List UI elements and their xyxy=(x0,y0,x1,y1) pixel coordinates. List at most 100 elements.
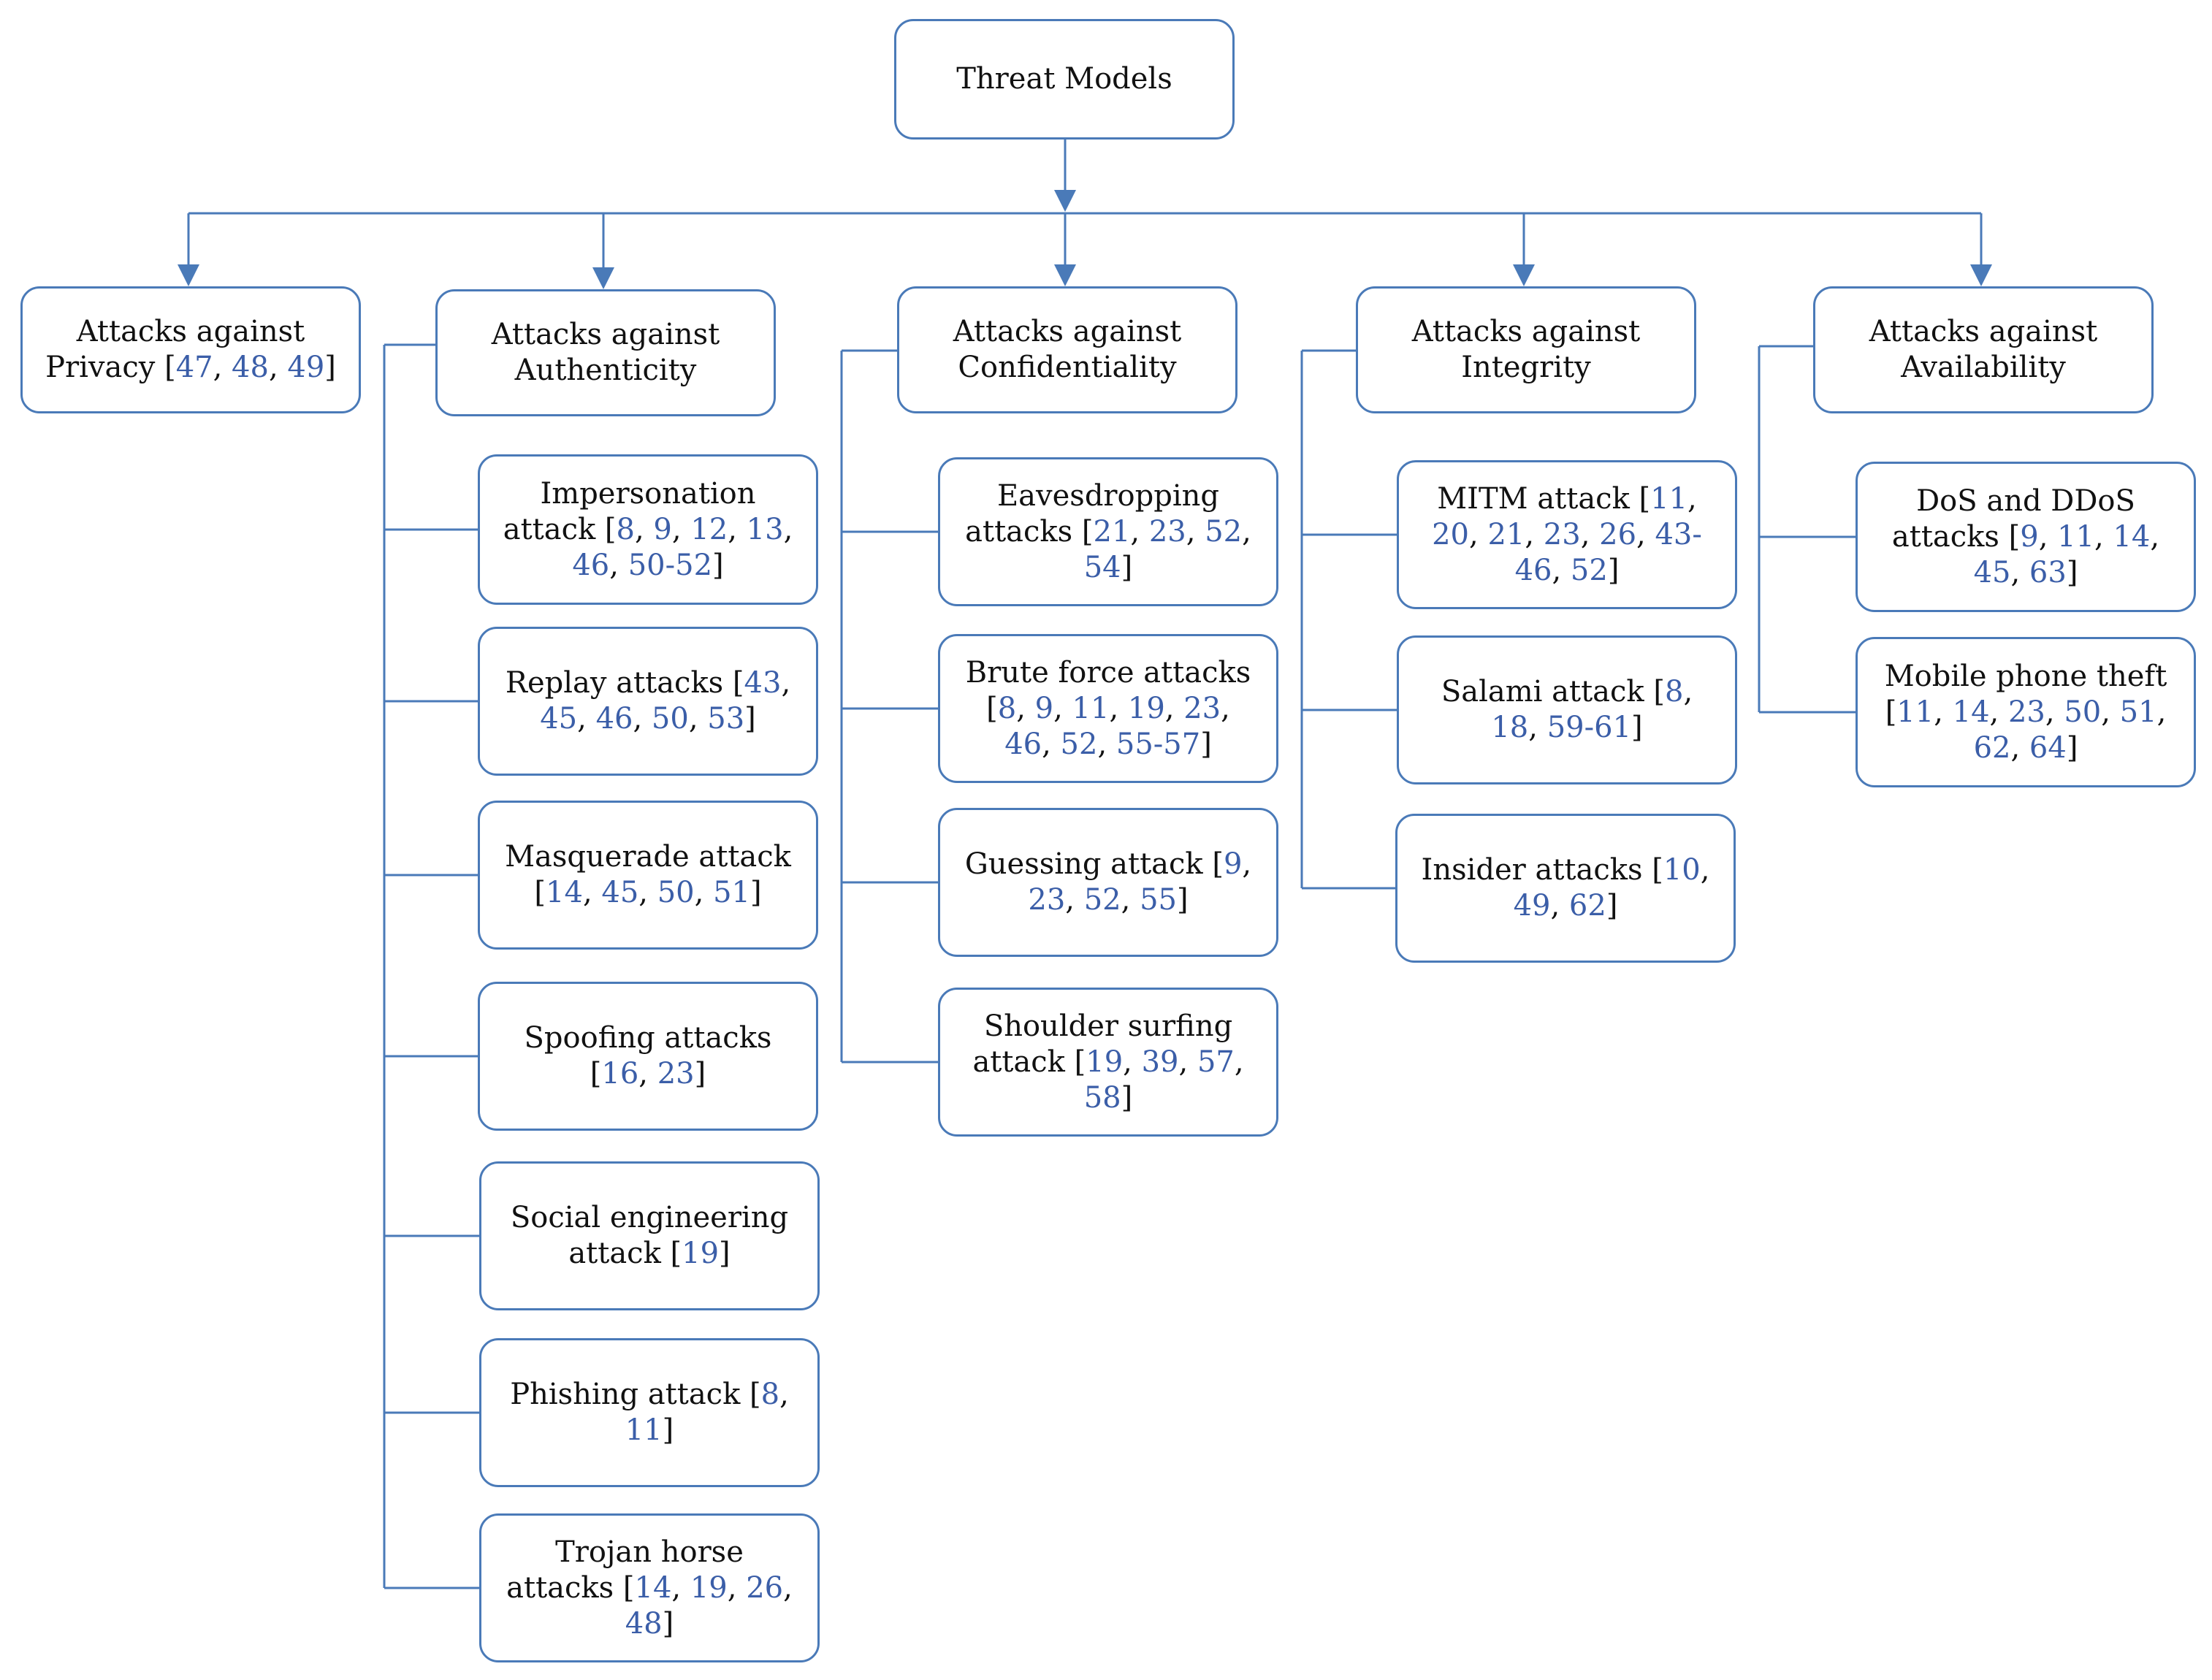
citation-ref: 14 xyxy=(2113,519,2151,554)
citation-ref: 50 xyxy=(657,876,695,909)
citation-ref: 14 xyxy=(1952,695,1990,729)
attack-node-integrity: Insider attacks [10, 49, 62] xyxy=(1395,814,1736,963)
label-close-bracket: ] xyxy=(1200,727,1212,761)
citation-ref: 19 xyxy=(1127,691,1165,725)
citation-ref: 53 xyxy=(707,702,745,736)
label-text: Shoulder surfing attack [ xyxy=(972,1009,1233,1079)
citation-ref: 21 xyxy=(1487,517,1525,551)
label-text: Guessing attack [ xyxy=(964,847,1224,881)
label-text: Eavesdropping attacks [ xyxy=(965,478,1220,549)
citation-ref: 11 xyxy=(1896,695,1934,729)
category-node-integrity: Attacks against Integrity xyxy=(1356,286,1696,413)
citation-ref: 62 xyxy=(1568,889,1606,923)
citation-ref: 14 xyxy=(634,1570,672,1605)
node-label: Attacks against Privacy [47, 48, 49] xyxy=(45,315,336,384)
node-label: Trojan horse attacks [14, 19, 26, 48] xyxy=(506,1535,793,1641)
citation-ref: 50-52 xyxy=(628,548,713,582)
citation-ref: 48 xyxy=(625,1606,663,1641)
node-label: Insider attacks [10, 49, 62] xyxy=(1421,853,1710,923)
attack-node-availability: DoS and DDoS attacks [9, 11, 14, 45, 63] xyxy=(1856,462,2196,612)
citation-ref: 64 xyxy=(2029,730,2067,765)
citation-ref: 50 xyxy=(651,702,689,736)
label-close-bracket: ] xyxy=(1606,889,1618,923)
citation-ref: 45 xyxy=(601,876,639,909)
citation-ref: 49 xyxy=(287,351,325,384)
citation-ref: 9 xyxy=(1223,847,1243,881)
attack-node-confidentiality: Shoulder surfing attack [19, 39, 57, 58] xyxy=(938,988,1278,1137)
root-node-threat-models: Threat Models xyxy=(894,19,1235,140)
node-label: MITM attack [11, 20, 21, 23, 26, 43-46, … xyxy=(1432,481,1702,587)
citation-ref: 39 xyxy=(1141,1045,1179,1079)
label-text: Attacks against Authenticity xyxy=(491,318,720,387)
label-close-bracket: ] xyxy=(712,548,724,582)
citation-ref: 11 xyxy=(1072,691,1110,725)
attack-node-authenticity: Impersonation attack [8, 9, 12, 13, 46, … xyxy=(478,454,818,605)
drop-arrow xyxy=(1513,264,1535,286)
citation-ref: 11 xyxy=(1650,481,1688,516)
attack-node-authenticity: Masquerade attack [14, 45, 50, 51] xyxy=(478,801,818,950)
label-close-bracket: ] xyxy=(719,1237,731,1270)
citation-ref: 19 xyxy=(682,1237,720,1270)
citation-ref: 8 xyxy=(1664,675,1684,709)
label-close-bracket: ] xyxy=(1121,1080,1133,1115)
label-close-bracket: ] xyxy=(694,1057,706,1091)
attack-node-availability: Mobile phone theft [11, 14, 23, 50, 51, … xyxy=(1856,637,2196,787)
citation-ref: 8 xyxy=(760,1378,780,1411)
label-text: Brute force attacks [ xyxy=(965,655,1251,725)
attack-node-authenticity: Spoofing attacks [16, 23] xyxy=(478,982,818,1131)
label-close-bracket: ] xyxy=(750,876,762,909)
category-node-confidentiality: Attacks against Confidentiality xyxy=(897,286,1237,413)
drop-arrow xyxy=(1054,264,1076,286)
citation-ref: 9 xyxy=(653,512,672,546)
citation-ref: 23 xyxy=(1183,691,1221,725)
citation-ref: 52 xyxy=(1060,727,1098,761)
citation-ref: 23 xyxy=(1028,883,1066,917)
citation-ref: 11 xyxy=(2057,519,2095,554)
node-label: DoS and DDoS attacks [9, 11, 14, 45, 63] xyxy=(1891,484,2160,589)
citation-ref: 47 xyxy=(175,351,213,384)
label-close-bracket: ] xyxy=(2066,555,2078,589)
label-close-bracket: ] xyxy=(662,1413,674,1447)
node-label: Masquerade attack [14, 45, 50, 51] xyxy=(505,840,791,909)
citation-ref: 62 xyxy=(1973,730,2011,765)
label-close-bracket: ] xyxy=(744,702,756,736)
citation-ref: 58 xyxy=(1083,1080,1121,1115)
node-label: Attacks against Authenticity xyxy=(457,317,755,389)
trunk-arrow xyxy=(1054,190,1076,212)
citation-ref: 26 xyxy=(746,1570,784,1605)
citation-ref: 43 xyxy=(744,666,782,700)
label-close-bracket: ] xyxy=(1176,883,1189,917)
label-close-bracket: ] xyxy=(2066,730,2078,765)
citation-ref: 52 xyxy=(1205,514,1243,549)
label-text: Attacks against Integrity xyxy=(1411,315,1641,384)
label-close-bracket: ] xyxy=(662,1606,674,1641)
label-text: Attacks against Privacy [ xyxy=(45,315,305,384)
node-label: Spoofing attacks [16, 23] xyxy=(524,1021,772,1091)
citation-ref: 52 xyxy=(1570,553,1608,587)
node-label: Impersonation attack [8, 9, 12, 13, 46, … xyxy=(503,476,793,582)
citation-ref: 51 xyxy=(713,876,750,909)
citation-ref: 49 xyxy=(1513,889,1551,923)
label-text: Masquerade attack [ xyxy=(505,840,791,909)
citation-ref: 21 xyxy=(1093,514,1131,549)
citation-ref: 8 xyxy=(997,691,1017,725)
node-label: Attacks against Confidentiality xyxy=(918,314,1216,386)
attack-node-confidentiality: Brute force attacks [8, 9, 11, 19, 23, 4… xyxy=(938,634,1278,783)
citation-ref: 19 xyxy=(690,1570,728,1605)
citation-ref: 55-57 xyxy=(1115,727,1201,761)
citation-ref: 55 xyxy=(1140,883,1177,917)
label-text: Attacks against Confidentiality xyxy=(953,315,1182,384)
node-label: Brute force attacks [8, 9, 11, 19, 23, 4… xyxy=(965,655,1251,761)
citation-ref: 46 xyxy=(572,548,610,582)
citation-ref: 9 xyxy=(1034,691,1054,725)
label-text: Impersonation attack [ xyxy=(503,476,756,546)
label-close-bracket: ] xyxy=(324,351,336,384)
attack-node-authenticity: Trojan horse attacks [14, 19, 26, 48] xyxy=(479,1513,820,1662)
citation-ref: 51 xyxy=(2119,695,2157,729)
citation-ref: 26 xyxy=(1599,517,1637,551)
node-label: Mobile phone theft [11, 14, 23, 50, 51, … xyxy=(1884,659,2167,765)
drop-arrow xyxy=(178,264,199,286)
node-label: Attacks against Availability xyxy=(1834,314,2132,386)
node-label: Guessing attack [9, 23, 52, 55] xyxy=(964,847,1252,917)
